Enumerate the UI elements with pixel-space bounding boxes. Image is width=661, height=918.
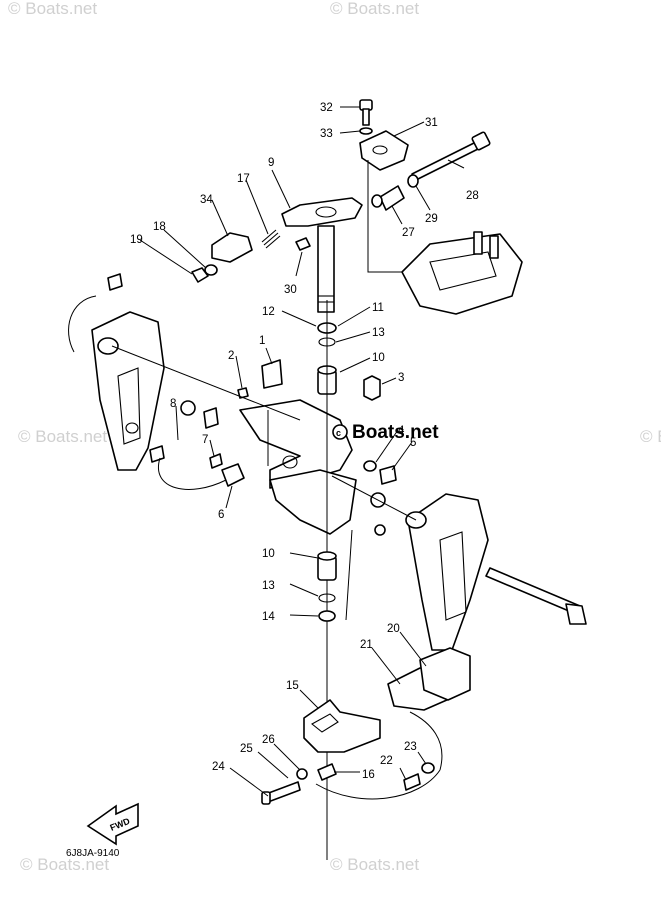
callout-label: 2 [228,350,234,362]
callout-label: 28 [466,190,479,202]
callout-label: 27 [402,227,415,239]
callout-label: 19 [130,234,143,246]
lower-mount-assembly [261,551,471,805]
watermarks: © Boats.net © Boats.net © Boats.net © Bo… [8,0,661,874]
callout-label: 9 [268,157,274,169]
watermark-top-center: © Boats.net [330,0,419,18]
watermark-mid-right: © Boats.net [640,427,661,446]
callout-label: 10 [372,352,385,364]
callout-label: 13 [372,327,385,339]
callout-label: 25 [240,743,253,755]
watermark-bottom-center: © Boats.net [330,855,419,874]
callout-label: 33 [320,128,333,140]
callout-label: 7 [202,434,208,446]
callout-label: 4 [398,425,405,437]
callout-label: 23 [404,741,417,753]
callout-label: 15 [286,680,299,692]
callout-label: 16 [362,769,375,781]
callout-label: 13 [262,580,275,592]
callout-label: 26 [262,734,275,746]
callout-label: 34 [200,194,213,206]
diagram-code: 6J8JA-9140 [66,848,120,859]
callout-label: 30 [284,284,297,296]
callout-label: 18 [153,221,166,233]
callout-label: 24 [212,761,225,773]
copyright-icon [332,424,348,440]
callout-label: 11 [372,302,384,314]
callout-label: 8 [170,398,176,410]
callout-label: 12 [262,306,275,318]
brand-stamp: c Boats.net [332,422,439,443]
callout-label: 32 [320,102,333,114]
callout-label: 22 [380,755,393,767]
callout-label: 21 [360,639,373,651]
callout-label: 17 [237,173,250,185]
watermark-mid-left: © Boats.net [18,427,107,446]
callout-label: 6 [218,509,224,521]
steering-arm-assembly [191,99,523,315]
watermark-bottom-left: © Boats.net [20,855,109,874]
watermark-top-left: © Boats.net [8,0,97,18]
callout-label: 3 [398,372,404,384]
brand-label: Boats.net [352,422,439,443]
svg-text:c: c [336,428,341,438]
swivel-bracket-assembly [68,273,587,860]
callout-label: 1 [259,335,265,347]
callout-label: 14 [262,611,275,623]
callout-label: 20 [387,623,400,635]
callout-label: 10 [262,548,275,560]
callouts: 32 33 31 28 29 27 9 17 34 18 19 30 12 11… [130,102,479,781]
leader-lines [139,106,465,797]
callout-label: 5 [410,437,416,449]
forward-arrow-icon: FWD [86,802,139,846]
callout-label: 31 [425,117,438,129]
callout-label: 29 [425,213,438,225]
